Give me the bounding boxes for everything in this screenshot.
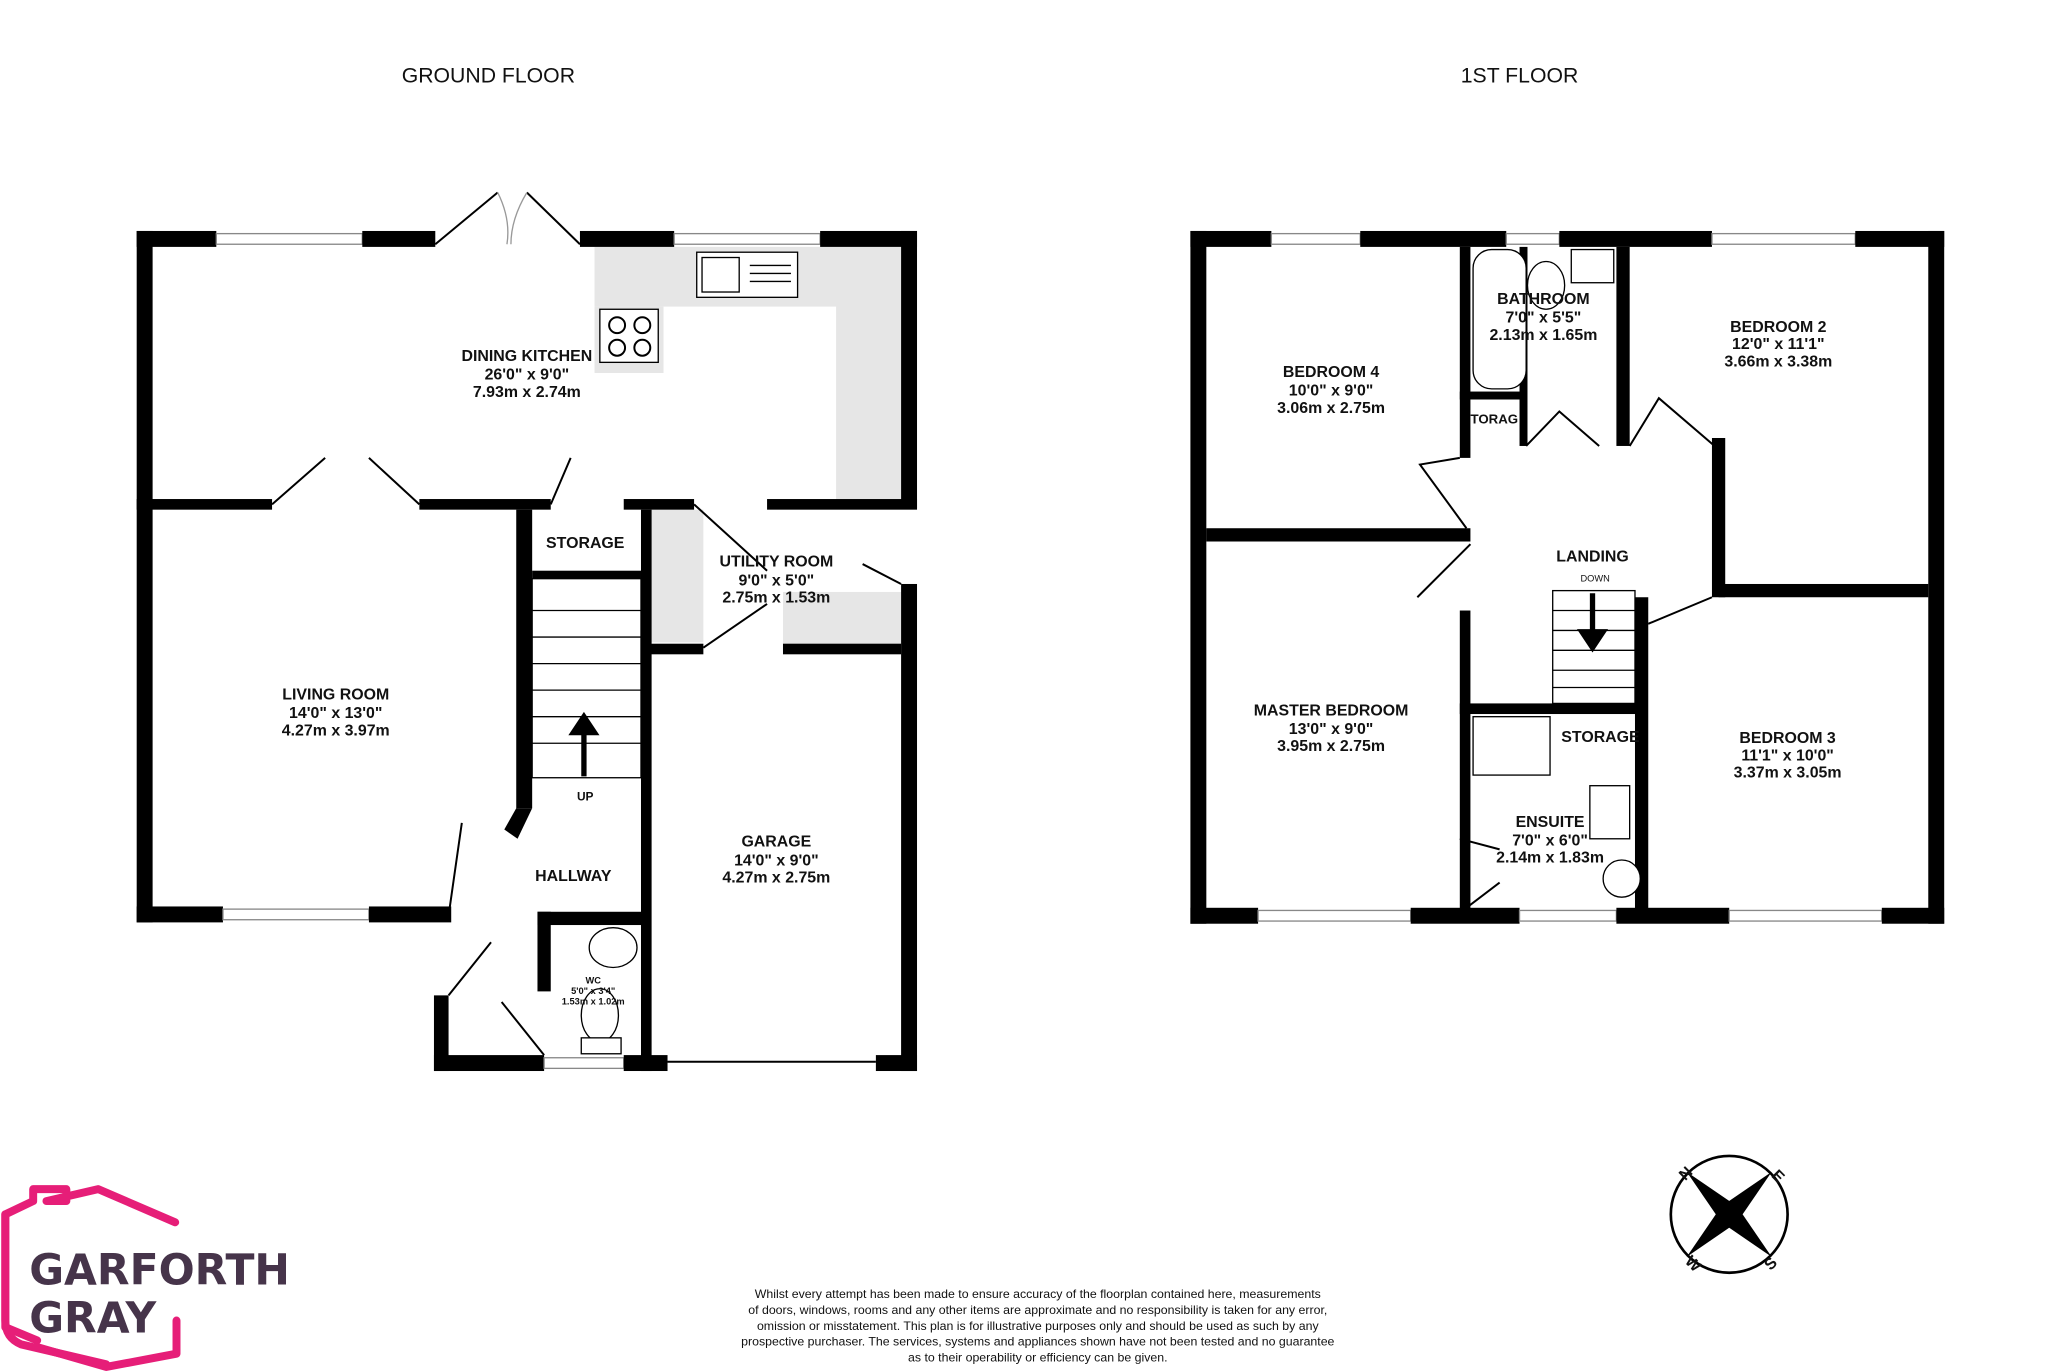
svg-text:GRAY: GRAY (29, 1294, 157, 1343)
svg-text:LIVING ROOM: LIVING ROOM (282, 686, 389, 703)
basin-icon (588, 927, 638, 969)
utility-worktop (782, 591, 902, 646)
room-dining-kitchen: DINING KITCHEN 26'0" x 9'0" 7.93m x 2.74… (461, 348, 592, 401)
room-bedroom-2: BEDROOM 2 12'0" x 11'1" 3.66m x 3.38m (1724, 319, 1832, 371)
compass-icon: N E S W (1669, 1154, 1789, 1276)
svg-text:ENSUITE: ENSUITE (1516, 814, 1585, 831)
svg-text:as to their operability or eff: as to their operability or efficiency ca… (908, 1351, 1168, 1365)
room-storage: STORAGE (1561, 729, 1639, 746)
room-garage: GARAGE 14'0" x 9'0" 4.27m x 2.75m (722, 834, 830, 887)
stairs (531, 578, 642, 779)
svg-text:MASTER BEDROOM: MASTER BEDROOM (1254, 702, 1409, 719)
svg-text:3.66m x 3.38m: 3.66m x 3.38m (1724, 353, 1832, 370)
utility-worktop (650, 509, 704, 643)
room-wc: WC 5'0" x 3'4" 1.53m x 1.02m (562, 975, 625, 1006)
toilet-icon (580, 988, 622, 1055)
ground-floor-plan: DINING KITCHEN 26'0" x 9'0" 7.93m x 2.74… (136, 191, 918, 1072)
svg-text:3.37m x 3.05m: 3.37m x 3.05m (1734, 765, 1842, 782)
kitchen-worktop (836, 246, 902, 500)
room-bedroom-3: BEDROOM 3 11'1" x 10'0" 3.37m x 3.05m (1734, 730, 1842, 782)
svg-text:1.53m x 1.02m: 1.53m x 1.02m (562, 997, 625, 1007)
ground-floor-heading: GROUND FLOOR (402, 64, 575, 87)
first-floor-plan: BEDROOM 4 10'0" x 9'0" 3.06m x 2.75m BAT… (1190, 230, 1945, 924)
svg-text:5'0" x 3'4": 5'0" x 3'4" (571, 986, 615, 996)
first-floor-heading: 1ST FLOOR (1461, 64, 1579, 87)
svg-text:10'0" x 9'0": 10'0" x 9'0" (1289, 383, 1374, 400)
svg-text:BEDROOM 3: BEDROOM 3 (1739, 730, 1835, 747)
disclaimer: Whilst every attempt has been made to en… (741, 1287, 1334, 1365)
svg-text:4.27m x 2.75m: 4.27m x 2.75m (722, 870, 830, 887)
svg-text:GARFORTH: GARFORTH (29, 1247, 290, 1296)
svg-text:3.95m x 2.75m: 3.95m x 2.75m (1277, 738, 1385, 755)
basin-icon (1589, 785, 1631, 840)
svg-text:UTILITY ROOM: UTILITY ROOM (720, 554, 834, 571)
svg-text:14'0" x 9'0": 14'0" x 9'0" (734, 852, 819, 869)
svg-text:2.14m x 1.83m: 2.14m x 1.83m (1496, 850, 1604, 867)
svg-text:WC: WC (585, 975, 601, 985)
hob-icon (599, 308, 659, 364)
svg-text:12'0" x 11'1": 12'0" x 11'1" (1732, 336, 1825, 353)
svg-text:7'0" x 5'5": 7'0" x 5'5" (1506, 310, 1582, 327)
svg-text:7'0" x 6'0": 7'0" x 6'0" (1512, 832, 1588, 849)
room-storage: STORAGE (546, 535, 624, 552)
svg-text:13'0" x 9'0": 13'0" x 9'0" (1289, 721, 1374, 738)
svg-text:3.06m x 2.75m: 3.06m x 2.75m (1277, 400, 1385, 417)
shower-icon (1472, 716, 1551, 776)
room-ensuite: ENSUITE 7'0" x 6'0" 2.14m x 1.83m (1496, 814, 1604, 867)
svg-text:E: E (1768, 1167, 1788, 1187)
svg-text:of doors, windows, rooms and a: of doors, windows, rooms and any other i… (748, 1303, 1327, 1317)
room-living-room: LIVING ROOM 14'0" x 13'0" 4.27m x 3.97m (282, 686, 390, 739)
room-bedroom-4: BEDROOM 4 10'0" x 9'0" 3.06m x 2.75m (1277, 364, 1385, 417)
bath-icon (1472, 248, 1527, 390)
svg-text:omission or misstatement. This: omission or misstatement. This plan is f… (757, 1319, 1320, 1333)
svg-text:4.27m x 3.97m: 4.27m x 3.97m (282, 722, 390, 739)
svg-text:BEDROOM 4: BEDROOM 4 (1283, 364, 1379, 381)
room-master-bedroom: MASTER BEDROOM 13'0" x 9'0" 3.95m x 2.75… (1254, 702, 1409, 755)
svg-text:GARAGE: GARAGE (741, 834, 811, 851)
svg-text:W: W (1681, 1253, 1704, 1276)
svg-text:2.75m x 1.53m: 2.75m x 1.53m (722, 590, 830, 607)
arrow-up-icon (568, 711, 600, 777)
svg-text:DINING KITCHEN: DINING KITCHEN (461, 348, 592, 365)
toilet-icon (1602, 859, 1641, 898)
svg-text:2.13m x 1.65m: 2.13m x 1.65m (1489, 327, 1597, 344)
sink-icon (696, 251, 799, 298)
svg-text:BEDROOM 2: BEDROOM 2 (1730, 319, 1826, 336)
svg-text:14'0" x 13'0": 14'0" x 13'0" (289, 705, 382, 722)
toilet-icon (1526, 260, 1566, 310)
garforth-gray-logo: GARFORTH GRAY (1, 1185, 290, 1371)
room-hallway: HALLWAY (535, 868, 612, 885)
room-landing: LANDING (1556, 548, 1628, 565)
room-bathroom: BATHROOM 7'0" x 5'5" 2.13m x 1.65m (1489, 291, 1597, 344)
svg-text:prospective purchaser. The ser: prospective purchaser. The services, sys… (741, 1335, 1334, 1349)
stairs-up-label: UP (577, 789, 594, 803)
room-storage-small: TORAG (1470, 411, 1518, 426)
svg-text:9'0" x 5'0": 9'0" x 5'0" (738, 572, 814, 589)
stairs-down-label: DOWN (1580, 573, 1609, 583)
room-utility: UTILITY ROOM 9'0" x 5'0" 2.75m x 1.53m (720, 554, 834, 607)
svg-text:S: S (1761, 1254, 1781, 1274)
stairs (1552, 589, 1636, 705)
arrow-down-icon (1576, 593, 1609, 653)
svg-text:7.93m x 2.74m: 7.93m x 2.74m (473, 384, 581, 401)
svg-text:BATHROOM: BATHROOM (1497, 291, 1589, 308)
svg-text:26'0" x 9'0": 26'0" x 9'0" (485, 367, 570, 384)
svg-text:Whilst every attempt has been: Whilst every attempt has been made to en… (755, 1287, 1321, 1301)
basin-icon (1570, 248, 1615, 284)
svg-text:11'1" x 10'0": 11'1" x 10'0" (1741, 747, 1834, 764)
